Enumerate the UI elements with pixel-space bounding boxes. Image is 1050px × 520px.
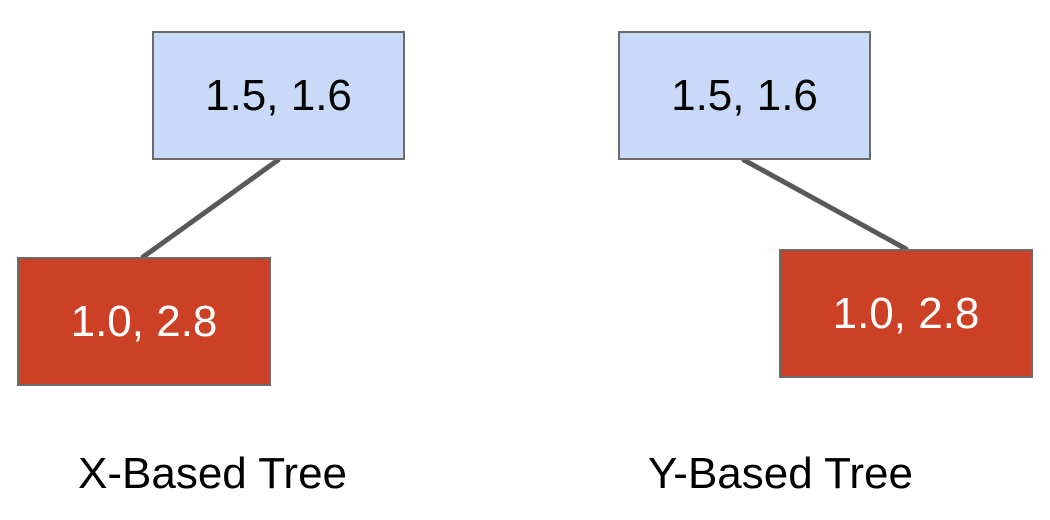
y-tree-child-node: 1.0, 2.8 (779, 249, 1033, 378)
x-tree-child-label: 1.0, 2.8 (70, 296, 218, 346)
y-tree-edge (741, 157, 909, 252)
y-tree-child-label: 1.0, 2.8 (832, 288, 980, 338)
y-tree-root-label: 1.5, 1.6 (671, 70, 818, 120)
y-tree-root-node: 1.5, 1.6 (618, 31, 871, 160)
y-tree-caption: Y-Based Tree (648, 449, 913, 498)
x-tree-root-label: 1.5, 1.6 (205, 70, 352, 120)
x-tree-root-node: 1.5, 1.6 (152, 31, 405, 160)
x-tree-caption: X-Based Tree (78, 449, 348, 498)
x-tree-edge (140, 157, 281, 260)
x-tree-child-node: 1.0, 2.8 (17, 257, 271, 386)
